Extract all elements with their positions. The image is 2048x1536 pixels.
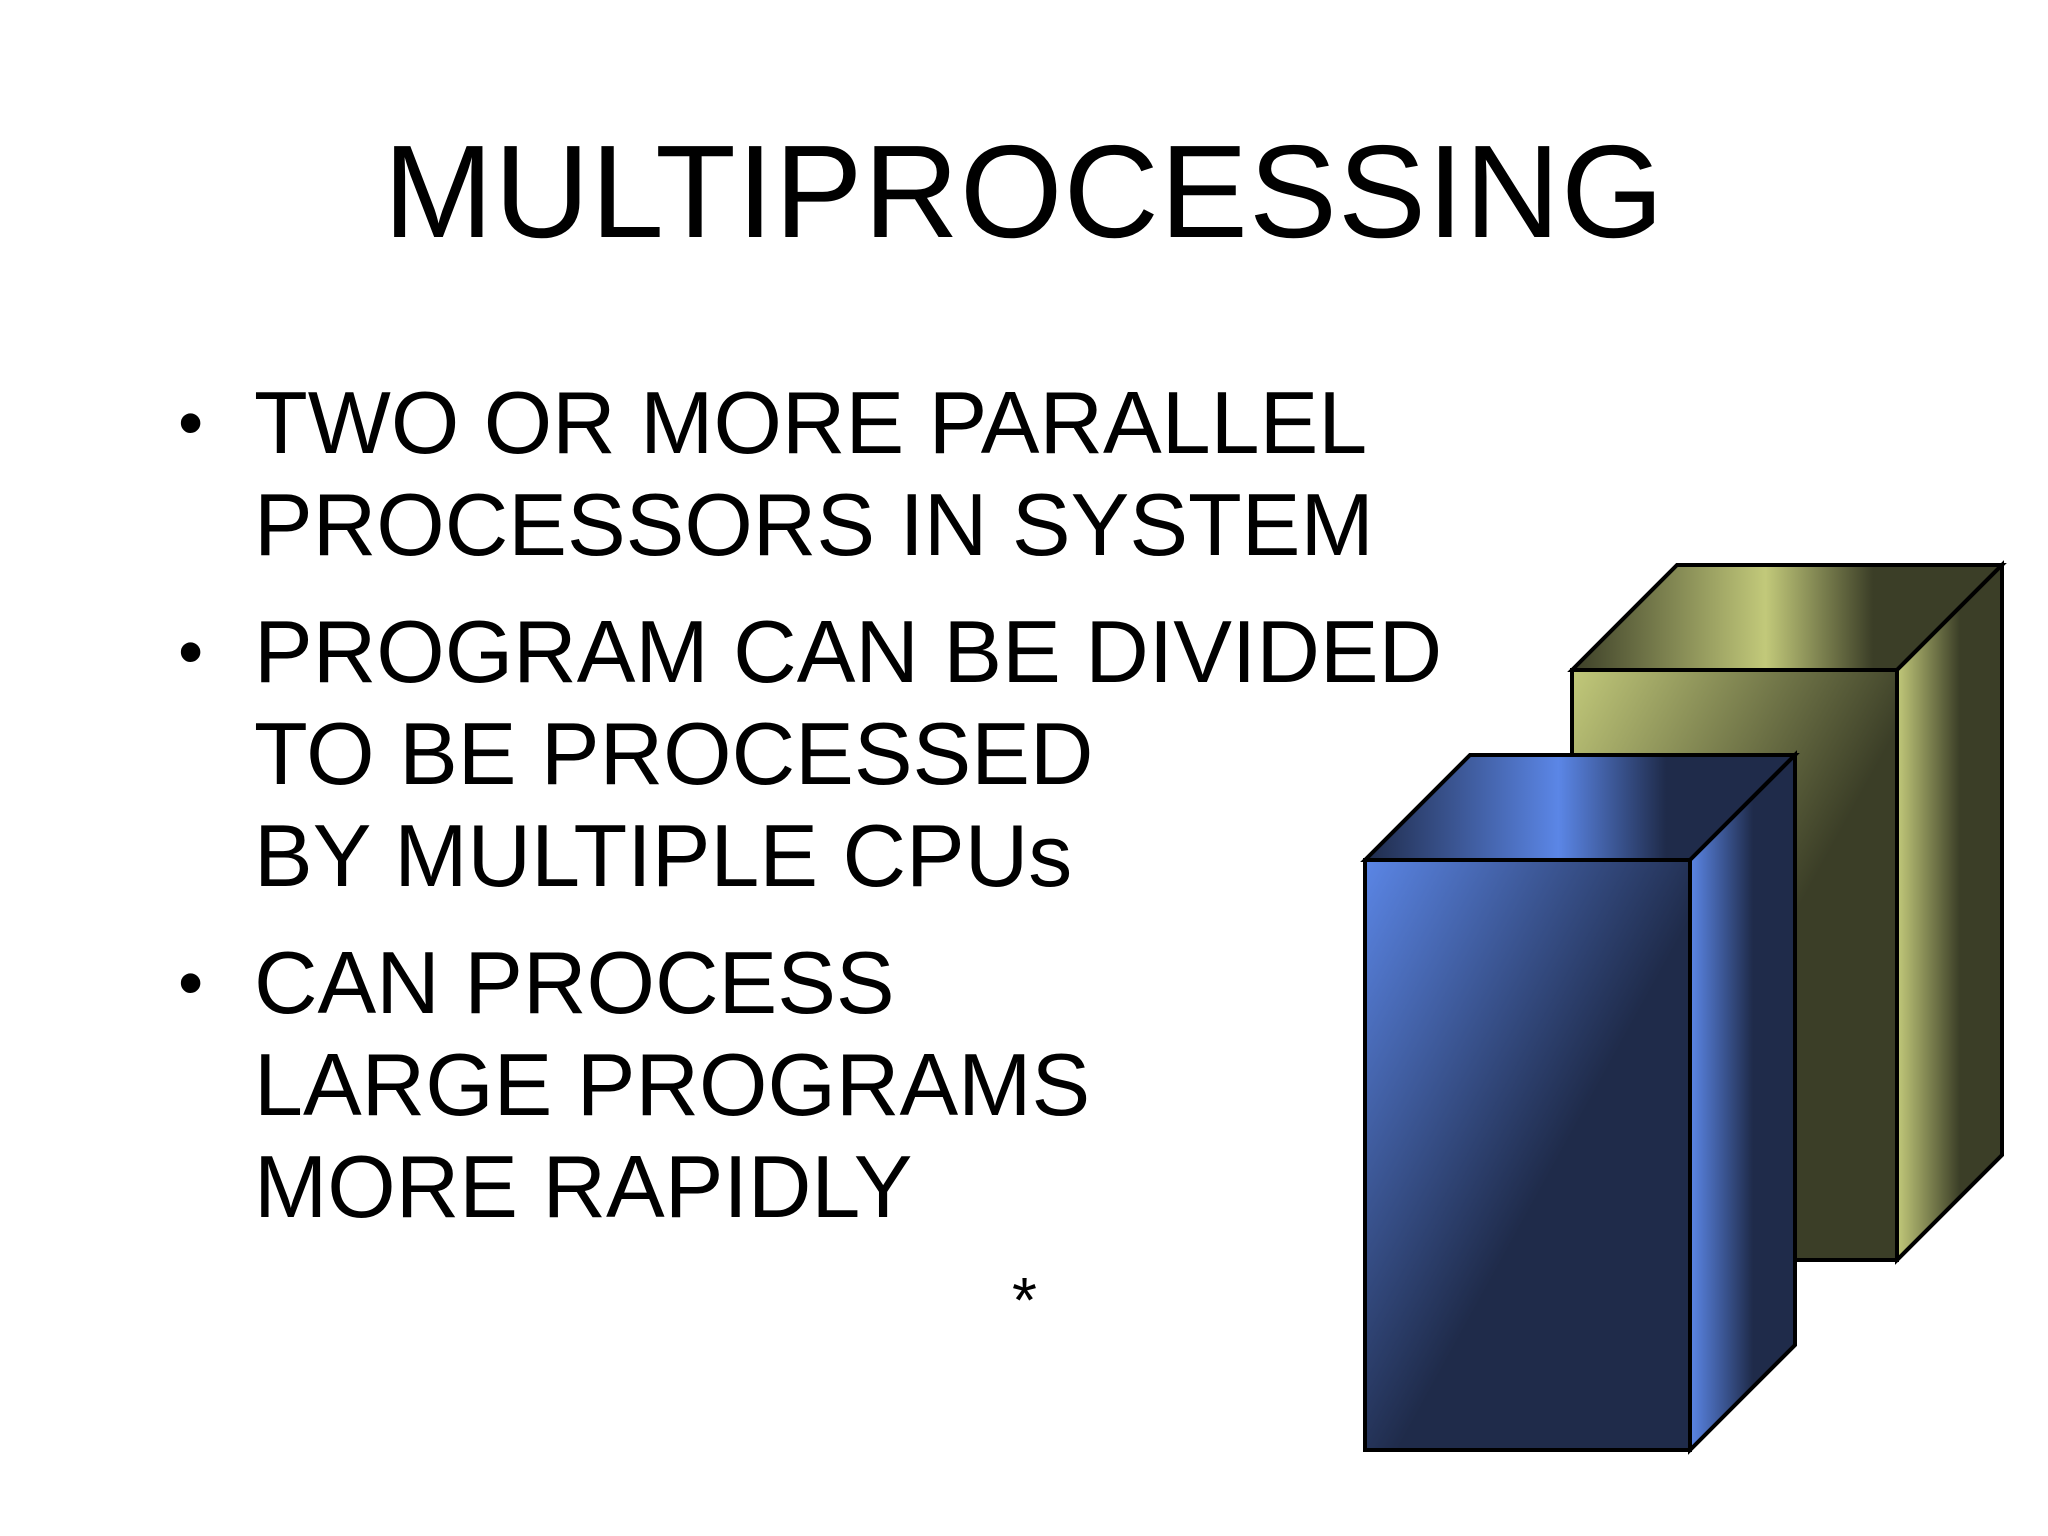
bullet-item-3: • CAN PROCESS LARGE PROGRAMS MORE RAPIDL… xyxy=(170,932,1500,1238)
bullet-line: PROCESSORS IN SYSTEM xyxy=(254,475,1374,574)
bullet-line: TWO OR MORE PARALLEL xyxy=(254,373,1368,472)
bullet-line: LARGE PROGRAMS xyxy=(254,1035,1091,1134)
bullet-list: • TWO OR MORE PARALLEL PROCESSORS IN SYS… xyxy=(170,372,1500,1263)
bullet-line: CAN PROCESS xyxy=(254,933,895,1032)
front-box-side xyxy=(1688,750,1797,1455)
bullet-dot: • xyxy=(178,383,204,463)
back-box-side xyxy=(1895,560,2004,1265)
bullet-line: BY MULTIPLE CPUs xyxy=(254,806,1073,905)
bullet-item-1: • TWO OR MORE PARALLEL PROCESSORS IN SYS… xyxy=(170,372,1500,576)
slide-title: MULTIPROCESSING xyxy=(383,118,1665,265)
footnote-asterisk: * xyxy=(1012,1264,1037,1336)
bullet-item-2: • PROGRAM CAN BE DIVIDED TO BE PROCESSED… xyxy=(170,601,1500,907)
bullet-dot: • xyxy=(178,612,204,692)
two-processor-boxes-icon xyxy=(1360,560,2007,1455)
bullet-line: TO BE PROCESSED xyxy=(254,704,1094,803)
front-processor-box xyxy=(1360,750,1800,1455)
bullet-line: MORE RAPIDLY xyxy=(254,1137,913,1236)
bullet-dot: • xyxy=(178,943,204,1023)
front-box-front xyxy=(1363,858,1692,1452)
bullet-line: PROGRAM CAN BE DIVIDED xyxy=(254,602,1443,701)
